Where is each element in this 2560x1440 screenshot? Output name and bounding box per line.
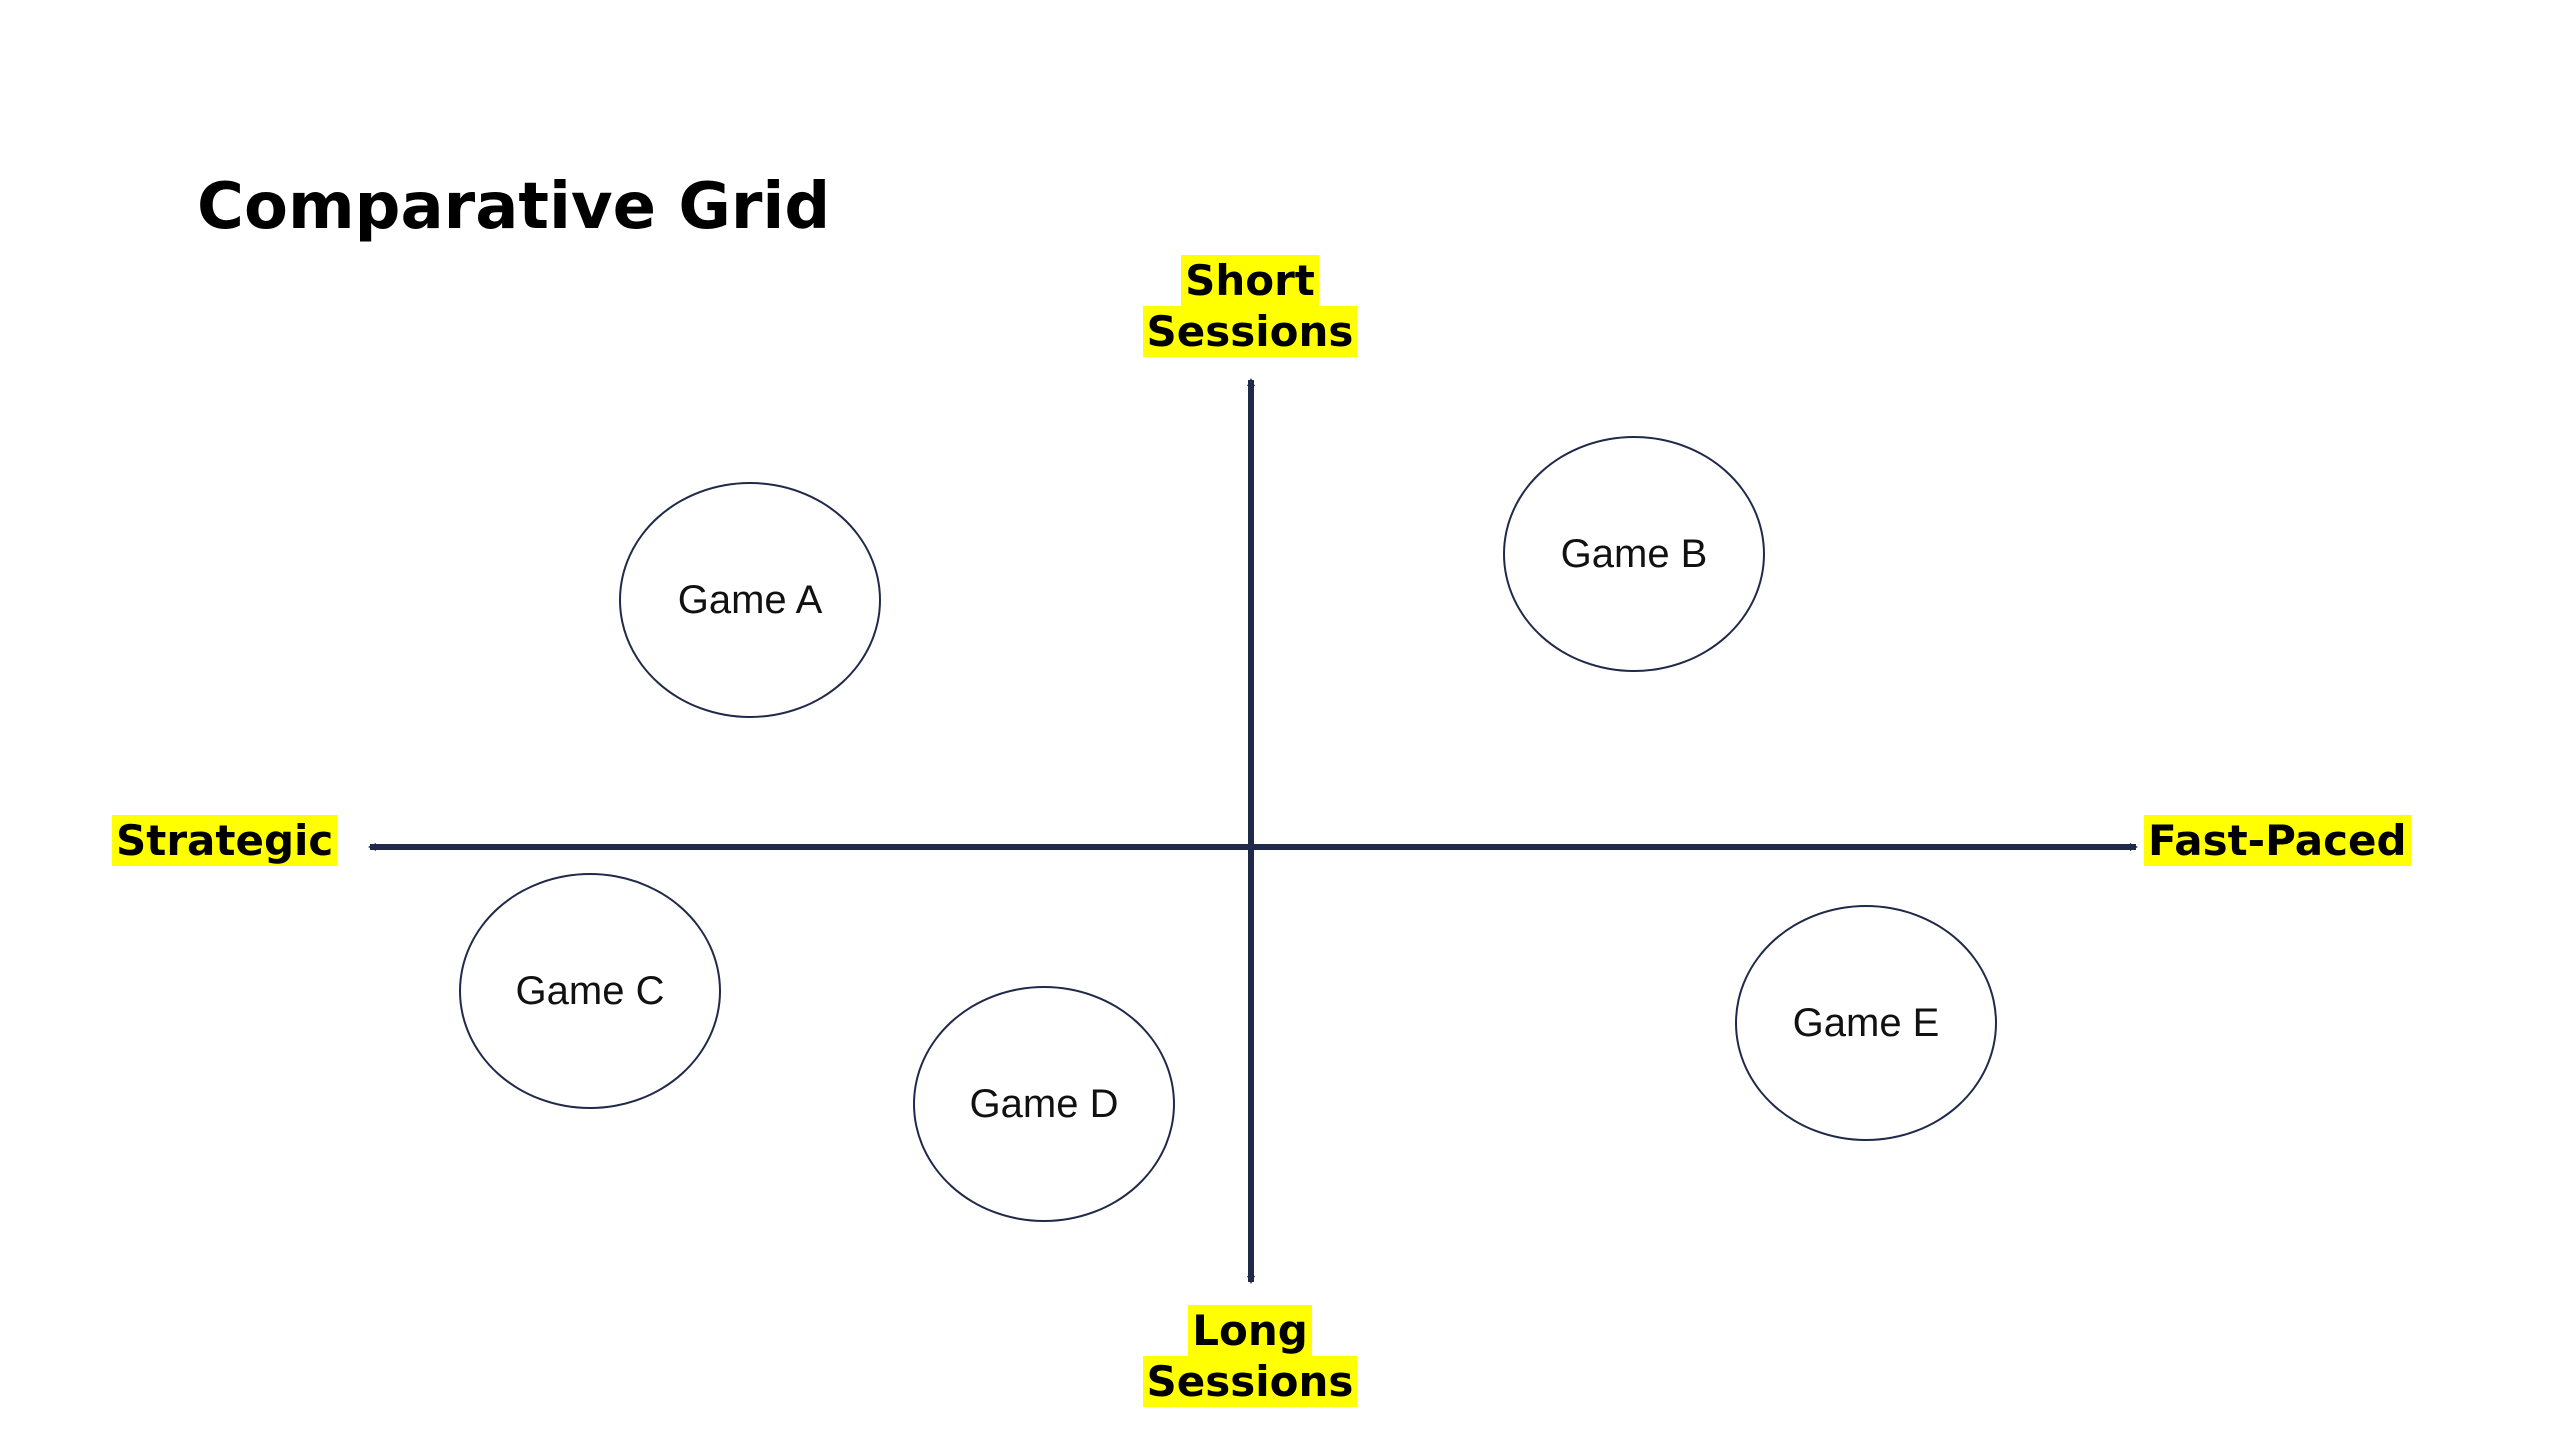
bubble-label: Game A [677, 577, 823, 622]
bubble-game-e: Game E [1735, 905, 1997, 1141]
axis-label-bottom: Long Sessions [1050, 1305, 1450, 1408]
bubble-label: Game B [1560, 531, 1708, 576]
axis-label-top-line2: Sessions [1142, 306, 1358, 358]
axis-label-left-text: Strategic [112, 815, 338, 867]
bubble-game-b: Game B [1503, 436, 1765, 672]
bubble-label: Game E [1792, 1000, 1940, 1045]
bubble-label: Game D [969, 1081, 1119, 1126]
page-title: Comparative Grid [197, 170, 831, 244]
bubble-game-c: Game C [459, 873, 721, 1109]
axis-label-right-text: Fast-Paced [2144, 815, 2411, 867]
axis-label-bottom-line2: Sessions [1142, 1356, 1358, 1408]
axis-label-bottom-line1: Long [1188, 1305, 1312, 1357]
bubble-game-a: Game A [619, 482, 881, 718]
axis-label-top: Short Sessions [1050, 255, 1450, 358]
bubble-label: Game C [515, 968, 665, 1013]
axis-label-top-line1: Short [1181, 255, 1319, 307]
axis-label-right: Fast-Paced [2144, 815, 2411, 867]
bubble-game-d: Game D [913, 986, 1175, 1222]
axis-label-left: Strategic [112, 815, 338, 867]
